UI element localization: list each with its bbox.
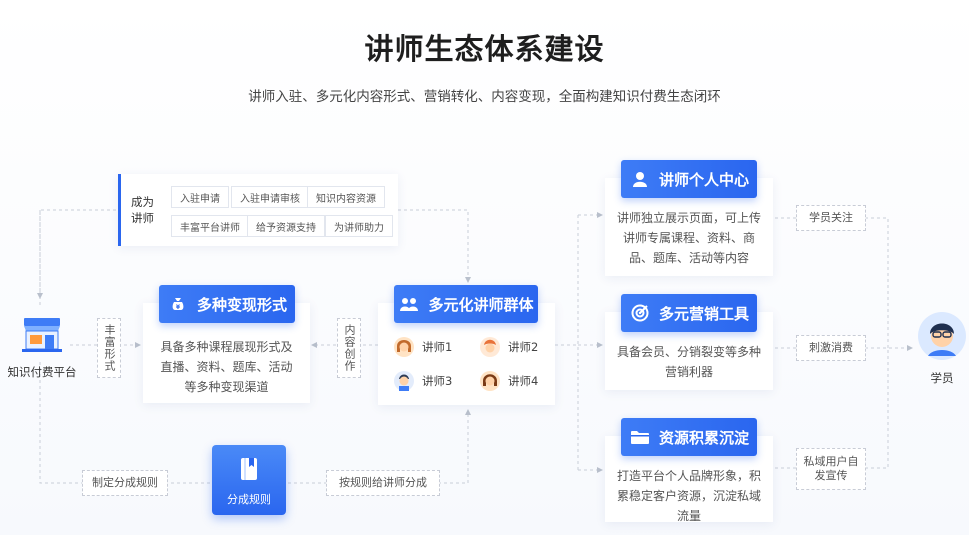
marketing-header: 多元营销工具: [621, 294, 757, 332]
student-avatar-icon: [918, 312, 966, 360]
female-avatar-icon: [394, 337, 414, 357]
lecturer-item-1: 讲师1: [394, 337, 452, 357]
chip-resource-support: 给予资源支持: [247, 215, 325, 237]
line-become-lecturers: [398, 209, 471, 283]
lecturer-item-4: 讲师4: [480, 371, 538, 391]
monetize-header: ¥ 多种变现形式: [159, 285, 295, 323]
folder-icon: [629, 426, 651, 448]
user-icon: [629, 168, 651, 190]
female-avatar-icon: [480, 371, 500, 391]
become-lecturer-panel: 成为讲师 入驻申请 入驻申请审核 知识内容资源 丰富平台讲师 给予资源支持 为讲…: [118, 174, 398, 246]
svg-text:¥: ¥: [176, 304, 181, 311]
resources-desc: 打造平台个人品牌形象，积累稳定客户资源，沉淀私域流量: [616, 469, 761, 523]
marketing-desc: 具备会员、分销裂变等多种营销利器: [616, 345, 761, 379]
chip-rich-lecturers: 丰富平台讲师: [171, 215, 249, 237]
lecturers-header: 多元化讲师群体: [394, 285, 538, 323]
resources-header: 资源积累沉淀: [621, 418, 757, 456]
book-icon: [239, 457, 259, 485]
chip-apply: 入驻申请: [171, 186, 229, 208]
page-title: 讲师生态体系建设: [364, 32, 605, 66]
share-by-rules-label: 按规则给讲师分成: [326, 470, 440, 496]
store-icon: [20, 312, 64, 356]
group-icon: [398, 293, 420, 315]
line-platform-become: [39, 209, 118, 305]
lecturer-item-2: 讲师2: [480, 337, 538, 357]
rules-node: 分成规则: [212, 445, 286, 515]
become-lecturer-label: 成为讲师: [131, 195, 154, 225]
page-subtitle: 讲师入驻、多元化内容形式、营销转化、内容变现，全面构建知识付费生态闭环: [248, 89, 721, 105]
money-bag-icon: ¥: [167, 293, 189, 315]
platform-label: 知识付费平台: [7, 365, 77, 379]
private-domain-label: 私域用户自发宣传: [796, 448, 866, 490]
lecturer-item-3: 讲师3: [394, 371, 452, 391]
male-avatar-icon: [394, 371, 414, 391]
student-label: 学员: [930, 371, 954, 385]
stimulate-consume-label: 刺激消费: [796, 335, 866, 361]
make-rules-label: 制定分成规则: [82, 470, 168, 496]
female-avatar-icon: [480, 337, 500, 357]
chip-review: 入驻申请审核: [231, 186, 309, 208]
rules-label: 分成规则: [227, 493, 271, 506]
chip-knowledge: 知识内容资源: [307, 186, 385, 208]
line-center-student: [775, 217, 889, 348]
rich-forms-label: 丰富形式: [97, 318, 121, 378]
target-icon: [629, 302, 651, 324]
center-header: 讲师个人中心: [621, 160, 757, 198]
monetize-desc: 具备多种课程展现形式及直播、资料、题库、活动等多种变现渠道: [160, 340, 293, 394]
content-creation-label: 内容创作: [337, 318, 361, 378]
student-follow-label: 学员关注: [796, 205, 866, 231]
center-desc: 讲师独立展示页面，可上传讲师专属课程、资料、商品、题库、活动等内容: [616, 211, 761, 265]
chip-help-lecturer: 为讲师助力: [325, 215, 393, 237]
